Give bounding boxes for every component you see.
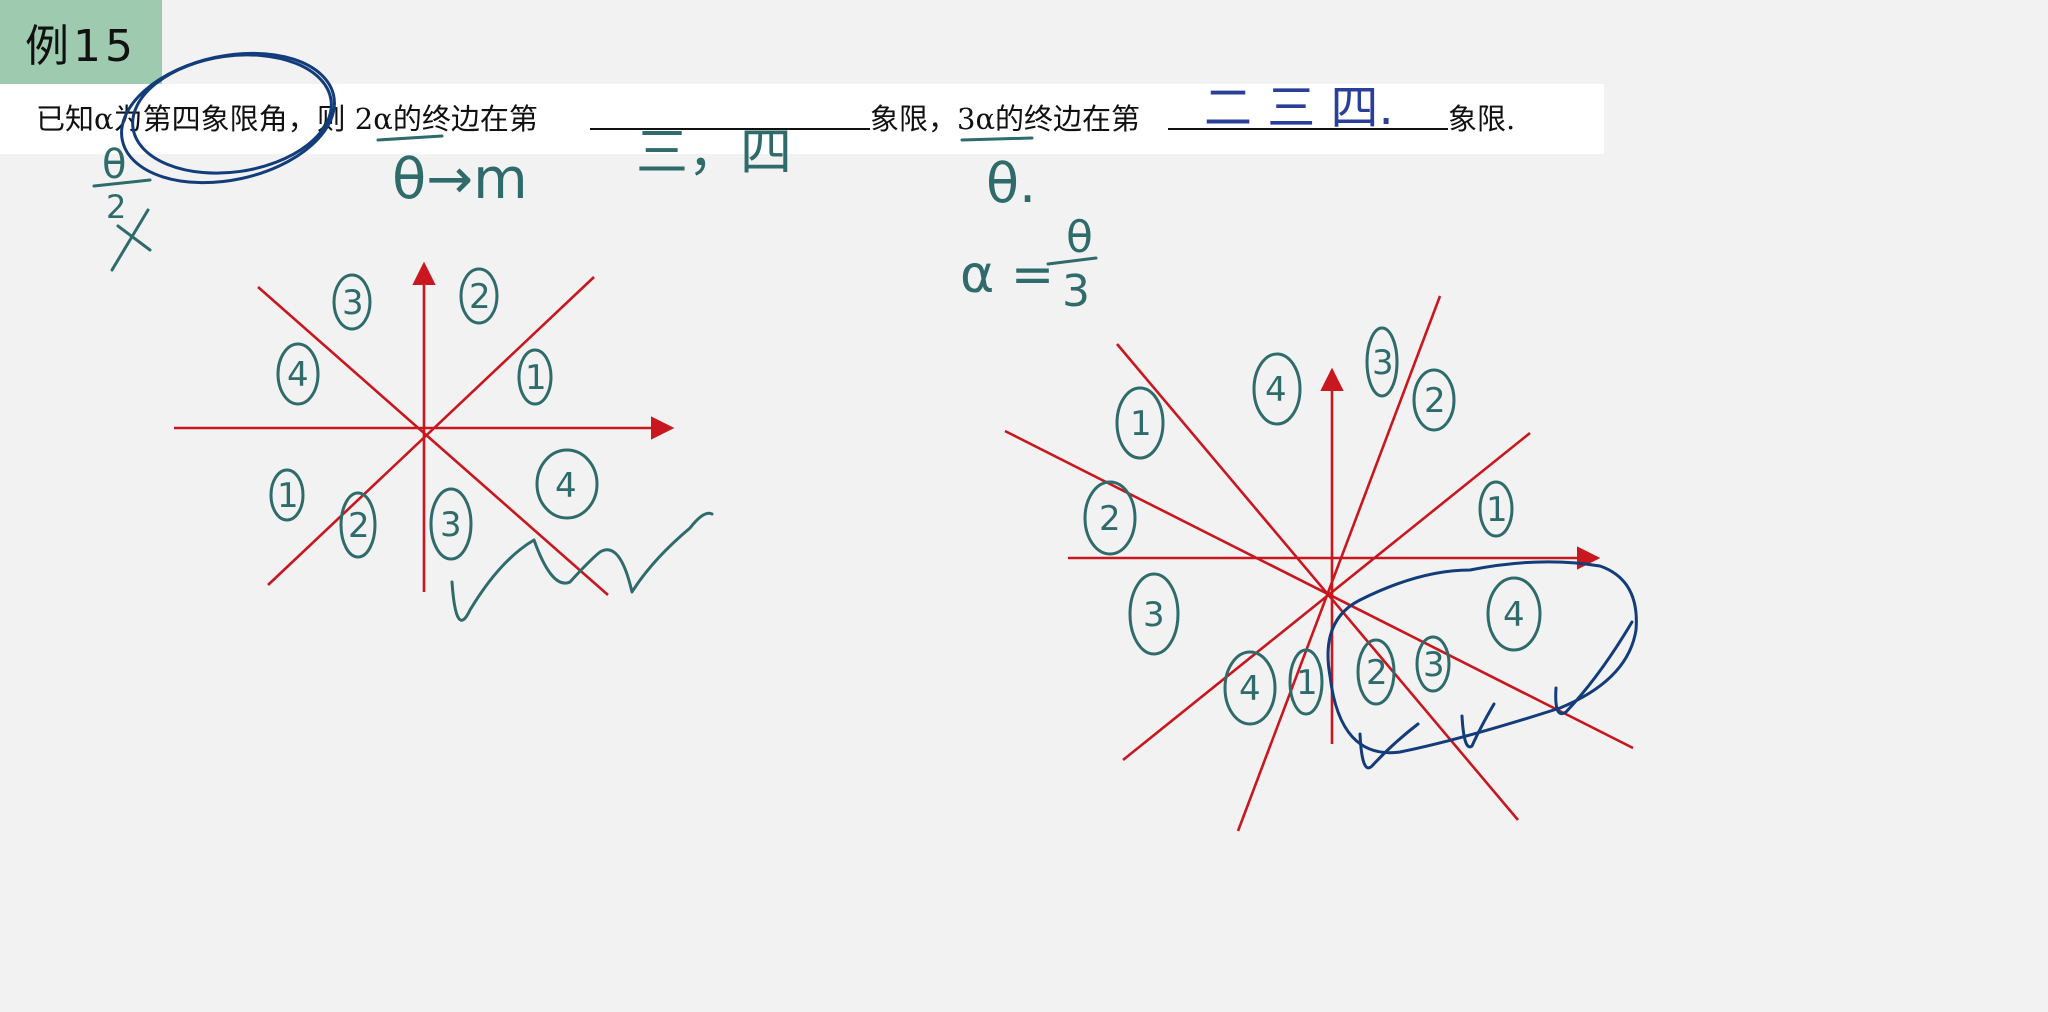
left-region-label: 1 bbox=[277, 476, 299, 516]
answer-blank-1 bbox=[590, 128, 870, 130]
left-region-circle bbox=[459, 267, 499, 325]
left-region-circle bbox=[429, 487, 473, 561]
left-coordinate-diagram: 3 2 4 1 1 4 2 3 bbox=[174, 261, 714, 622]
right-region-label: 4 bbox=[1503, 595, 1525, 635]
alpha-frac-bar bbox=[1046, 256, 1098, 266]
fraction-bar bbox=[92, 178, 152, 188]
right-region-circle bbox=[1223, 650, 1277, 726]
right-ray-3 bbox=[1236, 295, 1442, 832]
left-scribble bbox=[450, 511, 714, 622]
check-mark bbox=[1460, 702, 1496, 749]
left-region-label: 2 bbox=[469, 277, 491, 317]
right-region-circle bbox=[1412, 368, 1456, 432]
overline-3alpha bbox=[960, 136, 1034, 142]
right-region-circle bbox=[1128, 572, 1180, 656]
left-diagonal-1 bbox=[267, 276, 595, 586]
example-label: 例15 bbox=[0, 0, 162, 84]
right-ray-4 bbox=[1122, 431, 1531, 762]
right-ray-2 bbox=[1116, 343, 1519, 821]
right-region-circle bbox=[1252, 352, 1302, 426]
theta-dot: θ. bbox=[986, 152, 1036, 215]
right-region-label: 4 bbox=[1265, 370, 1287, 410]
alpha-equals: α = bbox=[960, 245, 1054, 305]
check-mark bbox=[1358, 722, 1420, 770]
right-region-label: 3 bbox=[1372, 343, 1394, 383]
circle-annotation bbox=[120, 51, 336, 185]
right-region-label: 2 bbox=[1424, 381, 1446, 421]
right-region-label: 1 bbox=[1130, 404, 1152, 444]
region-selection-ellipse bbox=[1326, 560, 1638, 755]
overline-2alpha bbox=[376, 134, 444, 142]
circle-annotation-inner bbox=[131, 53, 333, 175]
cross-mark bbox=[110, 208, 152, 272]
right-region-circle bbox=[1415, 635, 1451, 693]
right-region-circle bbox=[1115, 386, 1165, 460]
left-region-label: 4 bbox=[287, 355, 309, 395]
right-coordinate-diagram: 4 3 2 1 1 2 3 4 1 2 3 4 bbox=[1004, 295, 1638, 832]
right-region-label: 1 bbox=[1486, 490, 1508, 530]
left-region-circle bbox=[339, 491, 377, 559]
left-diagonal-2 bbox=[257, 286, 609, 596]
right-region-label: 1 bbox=[1296, 663, 1318, 703]
handwritten-answer-1: 三，四 bbox=[636, 123, 792, 183]
left-region-circle bbox=[332, 273, 372, 331]
question-part-3: 象限. bbox=[1448, 102, 1516, 136]
right-region-circle bbox=[1288, 648, 1324, 716]
left-region-label: 2 bbox=[348, 506, 370, 546]
right-region-circle bbox=[1486, 576, 1542, 652]
left-region-circle bbox=[276, 342, 320, 406]
right-region-label: 4 bbox=[1239, 669, 1261, 709]
left-region-label: 1 bbox=[525, 358, 547, 398]
theta-to-m: θ→m bbox=[392, 147, 528, 212]
right-region-label: 2 bbox=[1366, 653, 1388, 693]
right-region-circle bbox=[1356, 638, 1396, 706]
answer-blank-2 bbox=[1168, 128, 1448, 130]
question-part-2: 象限，3α的终边在第 bbox=[870, 102, 1141, 136]
left-region-label: 3 bbox=[342, 283, 364, 323]
right-region-label: 3 bbox=[1143, 595, 1165, 635]
check-mark bbox=[1554, 620, 1634, 715]
right-region-label: 3 bbox=[1423, 645, 1445, 685]
theta-half-numerator: θ bbox=[102, 142, 126, 188]
right-region-circle bbox=[1365, 326, 1399, 398]
question-bar bbox=[0, 84, 1604, 154]
left-region-circle bbox=[517, 348, 553, 406]
left-region-circle bbox=[269, 468, 305, 522]
right-region-label: 2 bbox=[1099, 499, 1121, 539]
handwritten-answer-2: 二 三 四. bbox=[1204, 80, 1394, 136]
question-part-1: 已知α为第四象限角，则 2α的终边在第 bbox=[36, 102, 538, 136]
alpha-frac-denominator: 3 bbox=[1062, 266, 1090, 317]
alpha-frac-numerator: θ bbox=[1066, 212, 1093, 263]
left-region-label: 3 bbox=[440, 505, 462, 545]
right-ray-1 bbox=[1004, 429, 1634, 750]
left-region-label: 4 bbox=[555, 466, 577, 506]
right-region-circle bbox=[1478, 480, 1514, 538]
theta-half-denominator: 2 bbox=[106, 188, 126, 226]
right-region-circle bbox=[1083, 480, 1137, 556]
left-region-circle bbox=[535, 448, 599, 520]
